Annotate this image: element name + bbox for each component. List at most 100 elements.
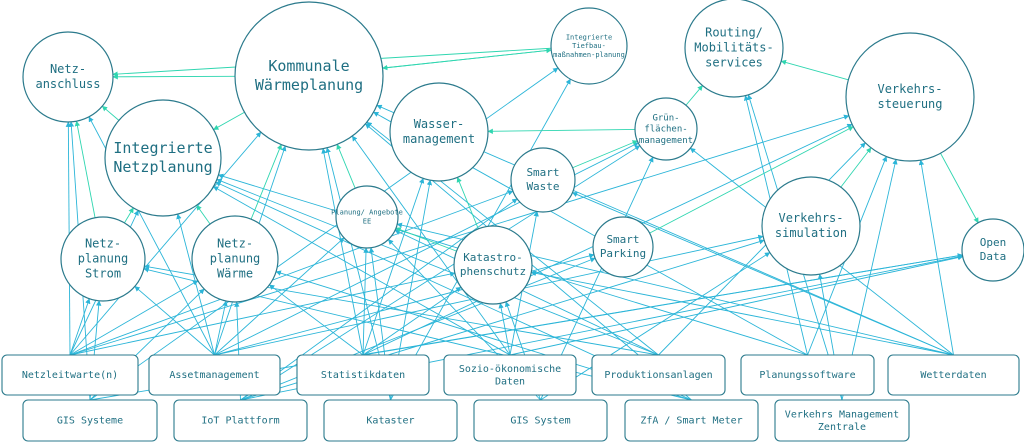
node-iot-plattform: IoT Plattform [173,399,308,442]
node-circle-routing [684,0,784,98]
node-label-kommunale-waermeplanung-line-1: Wärmeplanung [255,76,363,94]
node-label-verkehrs-management-line-1: Zentrale [818,422,866,433]
node-label-netzplanung-strom-line-2: Strom [85,267,121,281]
node-box-gis-system [473,399,608,442]
edge-statistikdaten-to-kommunale-waermeplanung [321,148,364,356]
edge-wetterdaten-to-verkehrssteuerung [918,159,954,356]
node-label-gruenflaechen-line-0: Grün- [652,113,679,123]
node-label-gis-systeme-line-0: GIS Systeme [57,416,123,427]
node-label-routing-line-0: Routing/ [705,26,763,40]
node-box-verkehrs-management [774,399,910,442]
node-circle-netzplanung-waerme [191,215,279,303]
node-box-kataster [323,399,458,442]
node-box-statistikdaten [296,354,430,396]
edge-kommunale-waermeplanung-to-netzanschluss [112,74,236,80]
node-wetterdaten: Wetterdaten [887,354,1020,396]
node-label-produktionsanlagen-line-0: Produktionsanlagen [604,370,712,381]
node-label-integrierte-netzplanung-line-0: Integrierte [113,139,212,157]
node-planungssoftware: Planungssoftware [740,354,875,396]
edge-kommunale-waermeplanung-to-integrierte-tiefbau [382,47,552,69]
node-label-wassermanagement-line-1: management [403,132,475,146]
node-label-open-data-line-0: Open [980,236,1007,249]
node-circle-verkehrssteuerung [845,32,975,162]
node-katastrophenschutz: Katastro-phenschutz [453,225,533,305]
node-statistikdaten: Statistikdaten [296,354,430,396]
edge-soziooekonomische-to-kommunale-waermeplanung [351,135,511,356]
edge-gis-system-to-verkehrssimulation [540,252,771,401]
node-label-netzplanung-strom-line-0: Netz- [85,237,121,251]
edge-assetmanagement-to-netzplanung-waerme [214,300,228,356]
edge-verkehrssteuerung-to-routing [780,59,849,81]
node-label-wassermanagement-line-0: Wasser- [414,117,465,131]
node-label-smart-parking-line-1: Parking [600,247,646,260]
node-circle-kommunale-waermeplanung [234,1,384,151]
edge-gruenflaechen-to-wassermanagement [487,128,636,134]
edge-produktionsanlagen-to-planung-ee [394,229,659,356]
node-label-netzleitwarte-line-0: Netzleitwarte(n) [22,370,118,381]
node-label-smart-parking-line-0: Smart [606,233,639,246]
node-box-wetterdaten [887,354,1020,396]
node-zfa-smart-meter: ZfA / Smart Meter [624,399,759,442]
node-label-wetterdaten-line-0: Wetterdaten [920,370,986,381]
edge-assetmanagement-to-planung-ee [214,237,345,356]
node-box-netzleitwarte [1,354,139,396]
edge-netzplanung-waerme-to-integrierte-netzplanung [196,204,211,225]
node-label-kataster-line-0: Kataster [366,416,414,427]
node-label-soziooekonomische-line-1: Daten [495,376,525,387]
node-label-netzplanung-strom-line-1: planung [78,252,129,266]
node-label-smart-waste-line-1: Waste [526,180,559,193]
edge-statistikdaten-to-wassermanagement [362,177,425,356]
edge-assetmanagement-to-netzplanung-strom [134,286,215,356]
node-label-kommunale-waermeplanung-line-0: Kommunale [268,57,349,75]
edge-soziooekonomische-to-open-data [509,254,964,356]
node-circle-netzanschluss [22,31,114,123]
node-box-produktionsanlagen [591,354,726,396]
node-circle-netzplanung-strom [60,216,146,302]
edge-kommunale-waermeplanung-to-integrierte-netzplanung [213,111,245,130]
node-box-iot-plattform [173,399,308,442]
node-label-verkehrs-management-line-0: Verkehrs Management [785,409,899,420]
node-label-integrierte-netzplanung-line-1: Netzplanung [113,158,212,176]
node-box-planungssoftware [740,354,875,396]
node-label-smart-waste-line-0: Smart [526,166,559,179]
edge-netzleitwarte-to-kommunale-waermeplanung [69,131,262,356]
node-circle-smart-waste [510,147,576,213]
edge-katastrophenschutz-to-planung-ee [395,227,457,252]
node-circle-open-data [961,218,1024,282]
node-label-zfa-smart-meter-line-0: ZfA / Smart Meter [640,416,742,427]
node-label-planungssoftware-line-0: Planungssoftware [759,370,855,381]
node-label-planung-ee-line-1: EE [363,217,371,225]
node-box-soziooekonomische [443,354,577,396]
node-label-katastrophenschutz-line-1: phenschutz [460,265,526,278]
node-label-routing-line-1: Mobilitäts- [694,41,773,55]
node-label-gruenflaechen-line-2: management [639,136,693,146]
node-kataster: Kataster [323,399,458,442]
edge-katastrophenschutz-to-wassermanagement [456,176,479,230]
edge-netzleitwarte-to-netzplanung-strom [69,298,91,356]
node-label-katastrophenschutz-line-0: Katastro- [463,251,523,264]
edge-statistikdaten-to-netzplanung-waerme [268,284,364,356]
edge-smart-parking-to-verkehrssteuerung [649,126,854,234]
node-circle-integrierte-netzplanung [104,99,222,217]
node-label-netzplanung-waerme-line-0: Netz- [217,237,253,251]
node-label-netzanschluss-line-0: Netz- [50,62,86,76]
edge-netzplanung-waerme-to-kommunale-waermeplanung [250,144,282,220]
edge-smart-waste-to-gruenflaechen [572,140,638,169]
node-label-netzplanung-waerme-line-1: planung [210,252,261,266]
node-verkehrssimulation: Verkehrs-simulation [761,176,861,276]
edge-verkehrssimulation-to-verkehrssteuerung [840,147,872,188]
node-produktionsanlagen: Produktionsanlagen [591,354,726,396]
edge-integrierte-netzplanung-to-netzanschluss [101,105,120,121]
node-label-soziooekonomische-line-0: Sozio-ökonomische [459,364,561,375]
edge-assetmanagement-to-integrierte-netzplanung [176,213,215,356]
edge-netzleitwarte-to-smart-waste [69,190,514,356]
edge-netzleitwarte-to-netzplanung-waerme [69,280,199,356]
